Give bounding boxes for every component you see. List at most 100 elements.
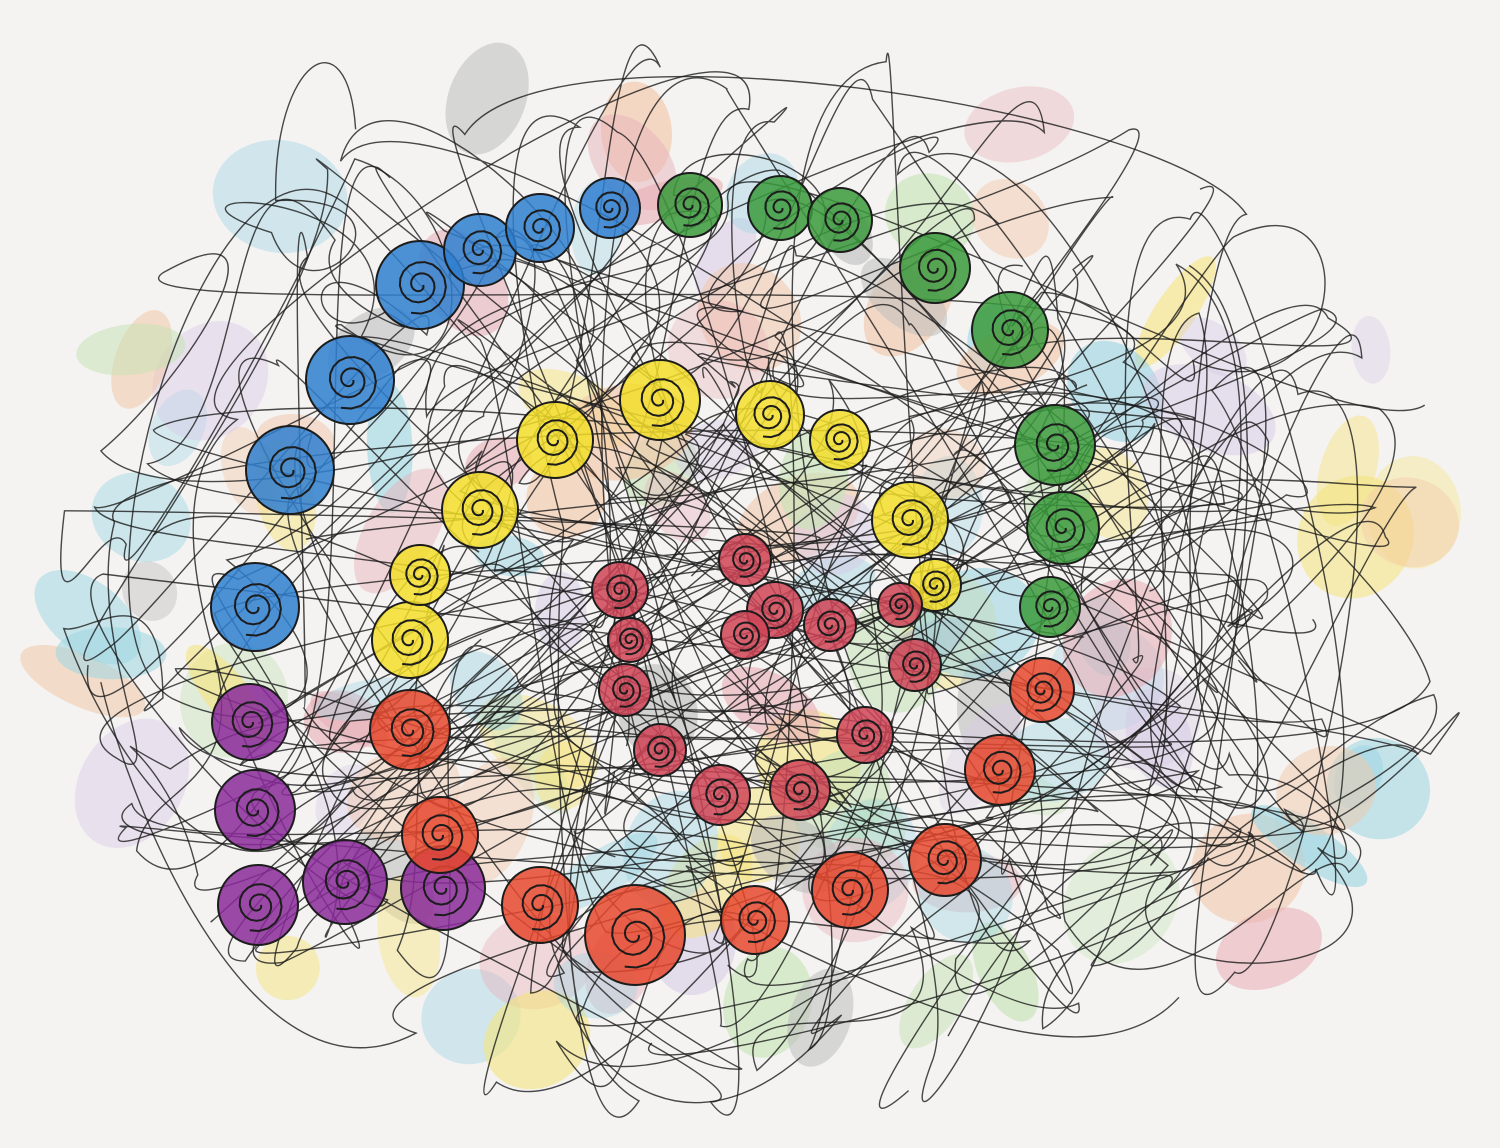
swirl-bead-fill [505,193,575,263]
swirl-bead [375,240,465,330]
swirl-bead-fill [211,683,289,761]
pastel-blob [843,797,906,860]
spiral-icon [1026,672,1062,712]
swirl-bead [598,663,652,717]
swirl-bead-fill [803,598,857,652]
swirl-bead-fill [245,425,335,515]
swirl-bead-fill [375,240,465,330]
swirl-bead-fill [1014,404,1096,486]
pastel-blob [1297,475,1414,599]
spiral-icon [398,261,447,315]
spiral-icon [705,778,739,816]
spiral-icon [233,583,282,637]
spiral-icon [231,701,274,748]
swirl-bead-fill [747,175,813,241]
spiral-icon [235,788,280,838]
spiral-icon [817,610,847,643]
swirl-bead-fill [720,610,770,660]
pastel-blob [1062,578,1173,698]
scribble-line [60,52,1438,1027]
spiral-icon [674,187,710,227]
pastel-blob [483,990,591,1090]
swirl-bead-fill [689,764,751,826]
swirl-bead-fill [369,689,451,771]
swirl-bead [657,172,723,238]
spiral-icon [888,592,915,621]
swirl-bead [441,471,519,549]
swirl-bead-fill [501,866,579,944]
spiral-icon [738,901,777,944]
swirl-bead [1026,491,1100,565]
spiral-icon [761,594,793,630]
swirl-bead [401,796,479,874]
swirl-bead-fill [305,335,395,425]
swirl-bead [1009,657,1075,723]
pastel-blob [971,179,1049,259]
spiral-icon [922,570,952,603]
pastel-blob [449,651,523,731]
swirl-bead-fill [401,796,479,874]
swirl-bead [1019,576,1081,638]
swirl-bead [718,533,772,587]
swirl-bead-fill [598,663,652,717]
pastel-blob [964,86,1075,163]
pastel-blob [479,913,593,1010]
scribble-line [62,106,1317,995]
swirl-bead [591,561,649,619]
swirl-bead-fill [836,706,894,764]
spiral-icon [825,423,859,461]
swirl-bead [211,683,289,761]
spiral-icon [405,558,439,596]
swirl-bead [302,839,388,925]
spiral-icon [391,619,434,666]
swirl-bead-fill [516,401,594,479]
swirl-bead [210,562,300,652]
spiral-icon [927,840,968,885]
swirl-bead-fill [584,884,686,986]
swirl-bead [245,425,335,515]
spiral-icon [328,356,377,410]
swirl-bead [807,187,873,253]
spiral-icon [421,814,464,861]
swirl-bead [747,175,813,241]
spiral-icon [618,627,645,656]
swirl-bead [720,885,790,955]
swirl-bead-fill [720,885,790,955]
spiral-icon [991,309,1034,356]
swirl-bead-fill [769,759,831,821]
pastel-blob [1351,315,1391,384]
swirl-bead [803,598,857,652]
spiral-icon [851,719,883,755]
spiral-icon [521,884,564,931]
pastel-blob [55,627,167,680]
swirl-bead [908,823,982,897]
spiral-icon [764,190,800,230]
swirl-bead [871,481,949,559]
scribble-line [224,62,1460,1030]
spiral-icon [462,230,503,275]
pastel-blob [1251,805,1368,888]
pastel-blob [76,323,186,376]
swirl-bead-fill [964,734,1036,806]
spiral-icon [611,907,666,969]
swirl-bead [584,884,686,986]
swirl-bead-fill [899,232,971,304]
swirl-bead [877,582,923,628]
scribble-line [121,202,1390,1109]
spiral-icon [1035,423,1080,473]
swirl-bead-fill [591,561,649,619]
swirl-bead [607,617,653,663]
swirl-bead-fill [908,823,982,897]
pastel-blob [534,741,594,811]
swirl-bead-fill [809,409,871,471]
swirl-bead-fill [210,562,300,652]
swirl-bead-fill [877,582,923,628]
spiral-icon [647,735,677,768]
swirl-bead [971,291,1049,369]
swirl-bead-fill [389,544,451,606]
swirl-bead-fill [971,291,1049,369]
spiral-icon [390,708,435,758]
swirl-bead [633,723,687,777]
swirl-bead-fill [633,723,687,777]
